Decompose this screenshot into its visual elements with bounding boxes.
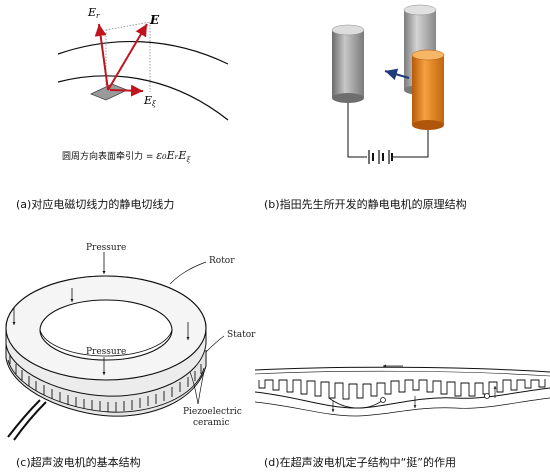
motion-arrow <box>384 68 410 81</box>
stator-teeth <box>7 354 205 413</box>
electrostatic-tangential-force-diagram: Er E Eξ <box>57 6 229 121</box>
ultrasonic-motor-structure-diagram: Pressure Pressure Rotor Stator Piezoelec… <box>5 243 256 441</box>
orange-cylinder <box>411 49 445 130</box>
panel-a: Er E Eξ 圆周方向表面牵引力 = ε₀EᵣEξ (a)对应电磁切线力的静电… <box>0 0 275 211</box>
label-pressure-mid: Pressure <box>86 347 126 357</box>
vector-er <box>94 23 109 91</box>
label-piezo-2: ceramic <box>193 418 230 428</box>
label-e: E <box>149 13 160 27</box>
pivot-left <box>380 397 386 403</box>
label-piezo-1: Piezoelectric <box>183 407 242 417</box>
label-rotor: Rotor <box>209 256 235 266</box>
rotor-surface <box>254 366 550 373</box>
vector-ez <box>109 84 144 97</box>
caption-b: (b)指田先生所开发的静电电机的原理结构 <box>264 198 467 211</box>
panel-c: Pressure Pressure Rotor Stator Piezoelec… <box>0 232 275 472</box>
battery-icon <box>368 150 393 164</box>
piezo-leader-1 <box>189 371 199 405</box>
left-gray-cylinder <box>331 24 365 103</box>
electrostatic-motor-principle-diagram <box>331 4 445 164</box>
caption-c: (c)超声波电机的基本结构 <box>16 456 141 469</box>
panel-b: (b)指田先生所开发的静电电机的原理结构 <box>264 0 550 215</box>
pivot-right <box>484 393 490 399</box>
formula: 圆周方向表面牵引力 = ε₀EᵣEξ <box>62 149 191 164</box>
caption-a: (a)对应电磁切线力的静电切线力 <box>16 198 175 211</box>
circuit-wire <box>347 103 429 158</box>
stator-base-wave <box>254 387 550 409</box>
panel-d: (d)在超声波电机定子结构中“挺”的作用 <box>254 352 550 472</box>
rotor-inner-wall <box>39 329 173 357</box>
stator-leader <box>205 335 225 353</box>
inner-surface-curve <box>57 75 229 121</box>
piezo-leader-2 <box>197 371 205 405</box>
stator-tooth-action-diagram <box>254 364 550 417</box>
label-pressure-top: Pressure <box>86 243 126 253</box>
label-er: Er <box>87 6 100 20</box>
caption-d: (d)在超声波电机定子结构中“挺”的作用 <box>264 456 456 469</box>
label-ez: Eξ <box>143 94 157 108</box>
cable <box>7 399 47 441</box>
outer-surface-curve <box>57 40 229 65</box>
stator-teeth-row <box>258 379 546 400</box>
vector-e <box>107 23 148 91</box>
rotor-leader <box>169 261 207 285</box>
label-stator: Stator <box>227 330 256 340</box>
